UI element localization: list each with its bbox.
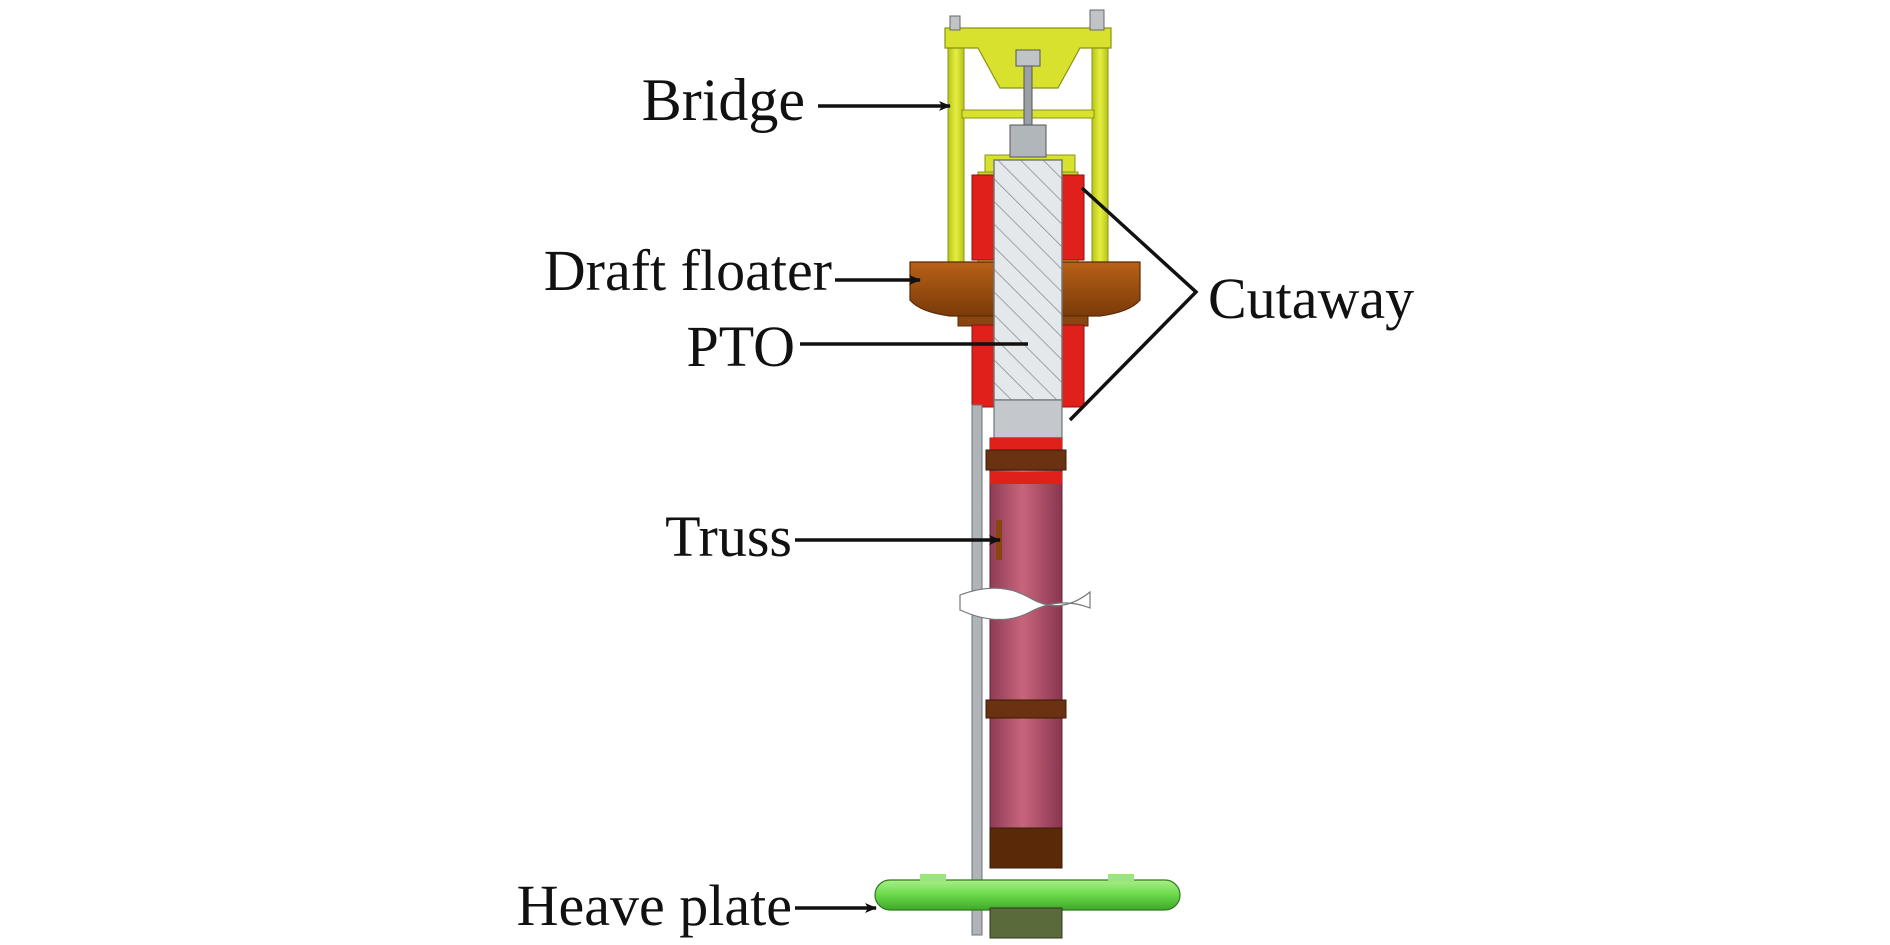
pto-label: PTO bbox=[686, 314, 795, 379]
heave-plate-label: Heave plate bbox=[517, 873, 792, 938]
device-illustration bbox=[874, 9, 1181, 939]
spar-column bbox=[959, 437, 1091, 869]
heave-plate bbox=[874, 874, 1181, 939]
annotation-lines bbox=[795, 101, 1199, 913]
truss-rod bbox=[971, 404, 983, 936]
pto-cutaway bbox=[993, 159, 1063, 439]
pto-housing-red bbox=[971, 174, 1085, 408]
bridge-label: Bridge bbox=[642, 67, 805, 133]
draft-floater-label: Draft floater bbox=[544, 238, 832, 303]
labels: Bridge Draft floater PTO Cutaway Truss H… bbox=[517, 67, 1415, 938]
truss-label: Truss bbox=[665, 504, 792, 569]
cutaway-bracket bbox=[1068, 186, 1199, 422]
cutaway-label: Cutaway bbox=[1208, 266, 1414, 331]
